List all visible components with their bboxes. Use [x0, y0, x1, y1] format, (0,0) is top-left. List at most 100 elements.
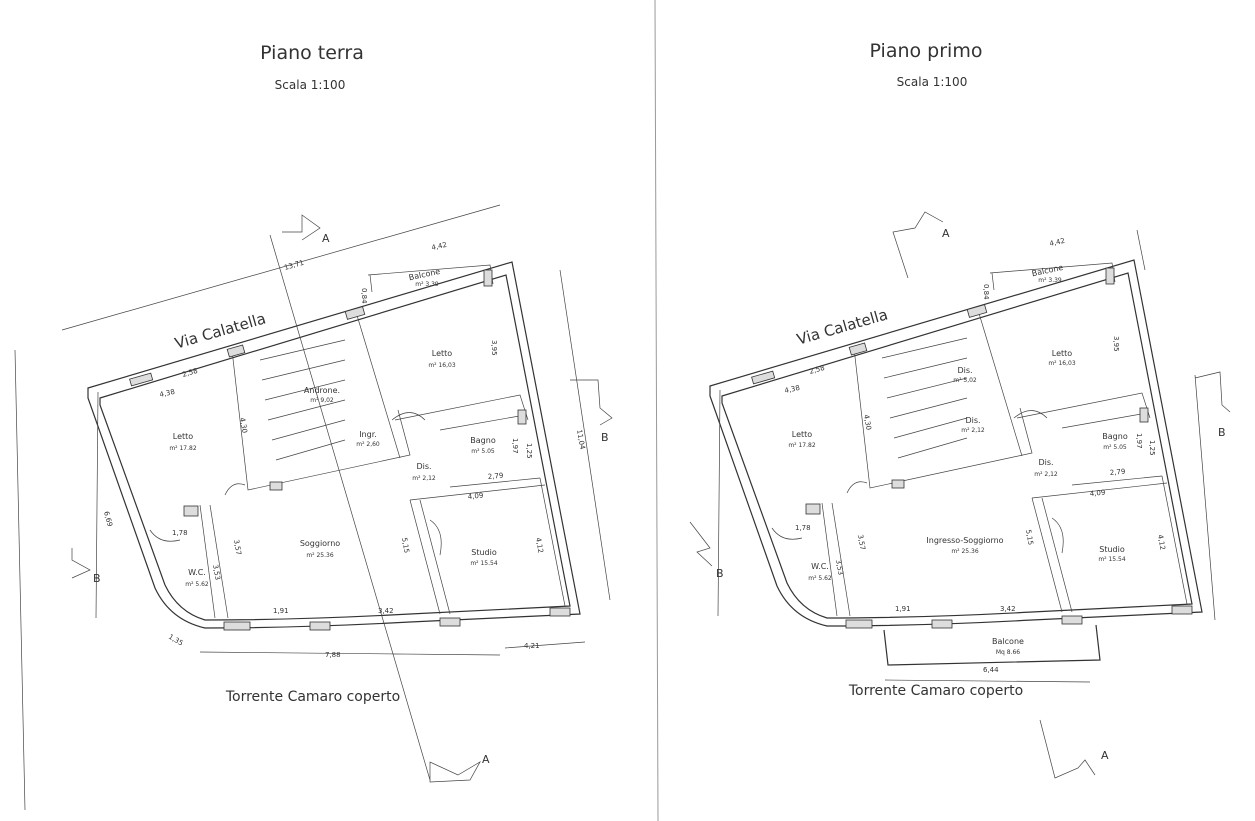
room-area: m² 25.36 — [951, 548, 979, 555]
room-area: m² 17.82 — [169, 445, 197, 452]
dimension-label: 1,91 — [273, 607, 289, 615]
room-area: m² 3.39 — [415, 281, 439, 288]
dimension-label: 4,12 — [534, 537, 545, 554]
room-name: Dis. — [416, 462, 431, 471]
plan-scale: Scala 1:100 — [897, 75, 968, 89]
room-area: m² 5.05 — [1103, 444, 1127, 451]
dimension-label: 1,25 — [525, 443, 533, 459]
room-area: m² 15.54 — [470, 560, 498, 567]
dimension-label: 4,38 — [784, 384, 801, 395]
room-name: Balcone — [1031, 263, 1064, 278]
section-b-label: B — [93, 572, 101, 585]
room-name: Ingresso-Soggiorno — [926, 536, 1003, 545]
section-b-label: B — [716, 567, 724, 580]
room-name: Balcone — [408, 267, 441, 282]
room-area: m² 5.62 — [808, 575, 832, 582]
dimension-label: 3,53 — [834, 559, 845, 576]
dimension-label: 4,21 — [524, 642, 540, 650]
dimension-label: 4,38 — [159, 388, 176, 399]
room-area: m² 5.05 — [471, 448, 495, 455]
street-label: Via Calatella — [173, 309, 268, 352]
dimension-label: 2,58 — [808, 364, 825, 376]
walls — [709, 259, 1203, 629]
plan-piano-primo: Piano primo Scala 1:100 Via Calatella To… — [689, 40, 1231, 779]
dimension-label: 2,79 — [487, 472, 503, 481]
dimension-label: 6,69 — [102, 510, 114, 527]
dimension-label: 1,35 — [167, 633, 185, 648]
section-a-markers — [282, 214, 481, 783]
dimension-label: 5,15 — [1024, 529, 1035, 546]
room-area: m² 2,12 — [961, 427, 985, 434]
room-name: Soggiorno — [300, 539, 340, 548]
room-name: W.C. — [188, 568, 206, 577]
dimension-label: 1,25 — [1148, 440, 1156, 456]
river-label: Torrente Camaro coperto — [225, 689, 400, 705]
section-a-label: A — [482, 753, 490, 766]
room-area: m² 3.39 — [1038, 277, 1062, 284]
dimension-label: 4,09 — [467, 492, 483, 501]
room-area: m² 9,02 — [310, 397, 334, 404]
dimension-label: 3,95 — [490, 340, 498, 356]
room-name: Dis. — [1038, 458, 1053, 467]
plan-title: Piano primo — [870, 40, 983, 62]
room-name: Dis. — [957, 366, 972, 375]
dimension-labels: 4,42 0,84 3,95 2,58 4,38 4,30 1,97 1,25 … — [784, 237, 1167, 674]
room-name: W.C. — [811, 562, 829, 571]
room-name: Dis. — [965, 416, 980, 425]
dimension-label: 3,42 — [1000, 605, 1016, 613]
dimension-label: 4,30 — [238, 417, 249, 434]
dimension-label: 0,84 — [982, 284, 990, 300]
plan-title: Piano terra — [260, 42, 364, 64]
dimension-label: 4,30 — [862, 414, 873, 431]
room-name: Ingr. — [359, 430, 377, 439]
balcony-outline — [883, 624, 1101, 666]
room-area: m² 16,03 — [1048, 360, 1076, 367]
room-name: Letto — [432, 349, 453, 358]
dimension-label: 3,57 — [856, 534, 867, 551]
dimension-label: 1,78 — [795, 524, 811, 532]
dimension-label: 11,04 — [575, 429, 586, 451]
dimension-label: 5,15 — [400, 537, 411, 554]
dimension-label: 0,84 — [360, 288, 368, 304]
walls — [87, 261, 581, 631]
section-a-label: A — [322, 232, 330, 245]
street-label: Via Calatella — [795, 305, 890, 348]
section-a-markers — [892, 211, 1096, 779]
room-name: Letto — [173, 432, 194, 441]
dimension-label: 4,42 — [431, 241, 448, 252]
dimension-label: 1,97 — [1135, 433, 1143, 449]
room-area: m² 2,60 — [356, 441, 380, 448]
dimension-lines — [14, 204, 611, 811]
section-b-label: B — [1218, 426, 1226, 439]
section-a-label: A — [1101, 749, 1109, 762]
dimension-label: 3,57 — [232, 539, 243, 556]
section-b-label: B — [601, 431, 609, 444]
dimension-label: 3,42 — [378, 607, 394, 615]
section-b-markers — [71, 379, 613, 579]
room-name: Studio — [471, 548, 497, 557]
room-name: Balcone — [992, 637, 1024, 646]
room-area: m² 25.36 — [306, 552, 334, 559]
dimension-label: 1,78 — [172, 529, 188, 537]
room-area: m² 5.62 — [185, 581, 209, 588]
dimension-label: 7,88 — [325, 651, 341, 659]
room-area: m² 2,12 — [1034, 471, 1058, 478]
section-b-markers — [689, 371, 1231, 567]
room-area: m² 16,03 — [428, 362, 456, 369]
river-label: Torrente Camaro coperto — [848, 683, 1023, 699]
room-name: Bagno — [1102, 432, 1128, 441]
dimension-label: 4,09 — [1089, 489, 1105, 498]
dimension-label: 13,71 — [283, 259, 304, 272]
room-area: m² 17.82 — [788, 442, 816, 449]
dimension-label: 1,91 — [895, 605, 911, 613]
room-area: m² 5,02 — [953, 377, 977, 384]
dimension-label: 4,42 — [1049, 237, 1066, 248]
dimension-lines — [884, 229, 1216, 683]
dimension-label: 6,44 — [983, 666, 999, 674]
page-divider — [654, 0, 659, 821]
room-area: m² 15.54 — [1098, 556, 1126, 563]
room-name: Studio — [1099, 545, 1125, 554]
room-name: Androne. — [304, 386, 340, 395]
room-area: Mq 8.66 — [996, 649, 1020, 656]
